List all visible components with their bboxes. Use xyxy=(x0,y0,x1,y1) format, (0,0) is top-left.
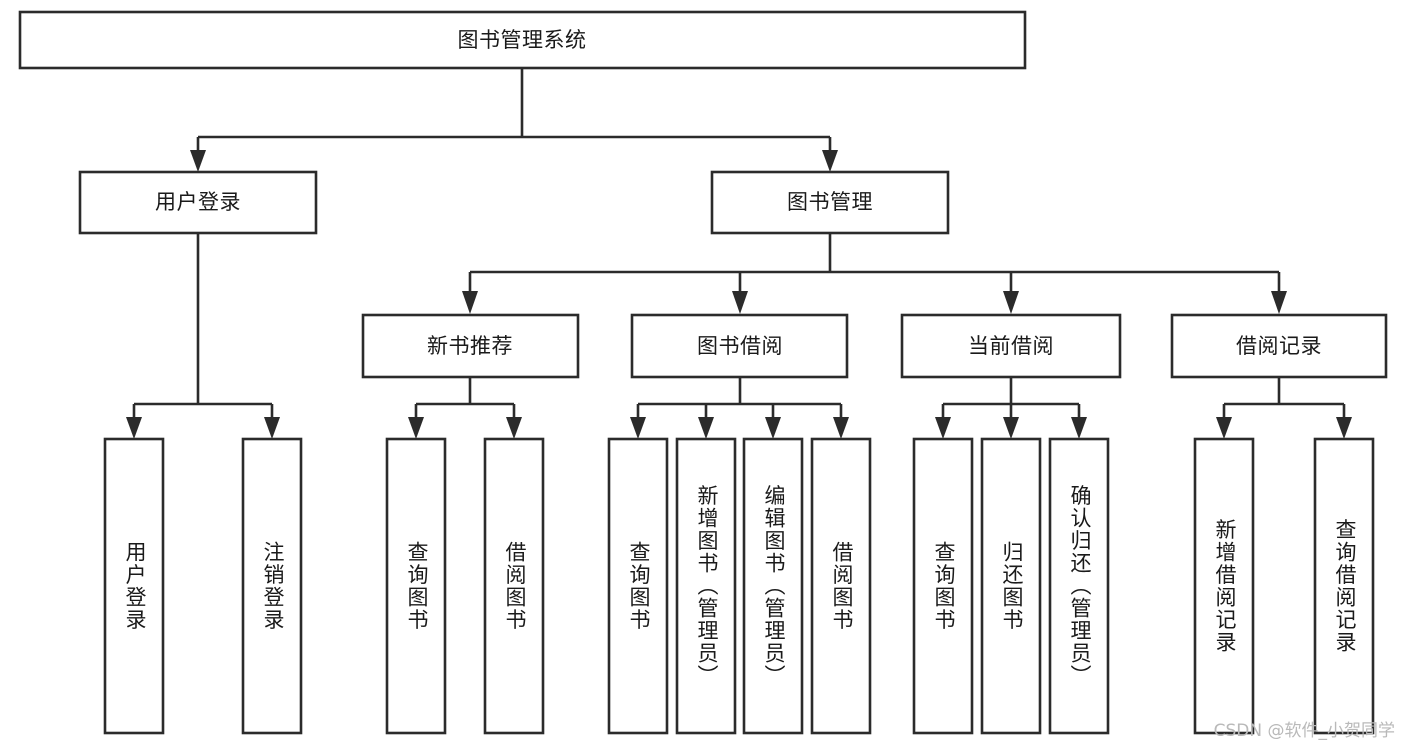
node-borrow-record-label: 借阅记录 xyxy=(1236,334,1322,358)
node-current-borrow[interactable]: 当前借阅 xyxy=(900,313,1122,379)
connector-new-book-rec-bus xyxy=(414,378,516,427)
node-book-borrow-label: 图书借阅 xyxy=(697,334,783,358)
node-leaf-add-record[interactable]: 新增借阅记录 xyxy=(1193,437,1255,735)
arrow-current-borrow-to-leaf-2 xyxy=(1003,417,1019,439)
node-root-label: 图书管理系统 xyxy=(458,28,587,52)
connector-book-manage-bus xyxy=(468,233,1281,296)
node-borrow-record-box[interactable] xyxy=(1170,313,1388,379)
node-leaf-add-book[interactable]: 新增图书（管理员） xyxy=(675,437,737,735)
node-book-manage-box[interactable] xyxy=(710,170,950,235)
connector-current-borrow-bus xyxy=(941,378,1081,427)
node-user-login[interactable]: 用户登录 xyxy=(78,170,318,235)
node-leaf-borrow-book-a-label: 借阅图书 xyxy=(503,541,527,631)
arrow-current-borrow-to-leaf-3 xyxy=(1071,417,1087,439)
arrow-book-manage-to-new-book-rec xyxy=(462,291,478,314)
connector-root-bus xyxy=(196,69,832,160)
node-leaf-return-book[interactable]: 归还图书 xyxy=(980,437,1042,735)
node-leaf-query-book-b[interactable]: 查询图书 xyxy=(607,437,669,735)
node-user-login-box[interactable] xyxy=(78,170,318,235)
node-leaf-add-record-label: 新增借阅记录 xyxy=(1213,519,1237,654)
arrow-book-borrow-to-leaf-4 xyxy=(833,417,849,439)
node-leaf-user-login[interactable]: 用户登录 xyxy=(103,437,165,735)
node-root-box[interactable] xyxy=(18,10,1027,70)
node-leaf-borrow-book-a[interactable]: 借阅图书 xyxy=(483,437,545,735)
node-leaf-query-record-label: 查询借阅记录 xyxy=(1333,519,1357,654)
arrow-book-borrow-to-leaf-3 xyxy=(765,417,781,439)
arrow-book-manage-to-book-borrow xyxy=(732,291,748,314)
arrow-current-borrow-to-leaf-1 xyxy=(935,417,951,439)
arrow-borrow-record-to-leaf-1 xyxy=(1216,417,1232,439)
node-leaf-logout-label: 注销登录 xyxy=(261,541,285,631)
node-leaf-borrow-book-b-label: 借阅图书 xyxy=(830,541,854,631)
node-leaf-add-record-box[interactable] xyxy=(1193,437,1255,735)
node-leaf-confirm-return-box[interactable] xyxy=(1048,437,1110,735)
node-leaf-edit-book-label: 编辑图书（管理员） xyxy=(762,485,786,688)
arrow-book-borrow-to-leaf-2 xyxy=(698,417,714,439)
node-leaf-query-book-c-label: 查询图书 xyxy=(932,541,956,631)
node-book-borrow[interactable]: 图书借阅 xyxy=(630,313,849,379)
arrow-root-to-user-login xyxy=(190,150,206,172)
arrow-user-login-to-leaf-2 xyxy=(264,417,280,439)
node-leaf-confirm-return-label: 确认归还（管理员） xyxy=(1068,485,1092,688)
node-leaf-query-book-b-box[interactable] xyxy=(607,437,669,735)
node-leaf-query-book-c-box[interactable] xyxy=(912,437,974,735)
node-book-manage-label: 图书管理 xyxy=(787,190,873,214)
node-new-book-rec[interactable]: 新书推荐 xyxy=(361,313,580,379)
node-root[interactable]: 图书管理系统 xyxy=(18,10,1027,70)
node-current-borrow-label: 当前借阅 xyxy=(968,334,1054,358)
node-leaf-logout[interactable]: 注销登录 xyxy=(241,437,303,735)
connector-user-login-bus xyxy=(132,233,274,427)
arrow-book-manage-to-current-borrow xyxy=(1003,291,1019,314)
node-current-borrow-box[interactable] xyxy=(900,313,1122,379)
node-leaf-user-login-label: 用户登录 xyxy=(123,541,147,631)
node-leaf-query-book-a[interactable]: 查询图书 xyxy=(385,437,447,735)
node-user-login-label: 用户登录 xyxy=(155,190,241,214)
node-leaf-return-book-box[interactable] xyxy=(980,437,1042,735)
arrow-book-borrow-to-leaf-1 xyxy=(630,417,646,439)
node-leaf-confirm-return[interactable]: 确认归还（管理员） xyxy=(1048,437,1110,735)
node-leaf-query-book-a-box[interactable] xyxy=(385,437,447,735)
node-leaf-query-book-a-label: 查询图书 xyxy=(405,541,429,631)
node-new-book-rec-label: 新书推荐 xyxy=(427,334,513,358)
node-book-manage[interactable]: 图书管理 xyxy=(710,170,950,235)
node-leaf-query-record-box[interactable] xyxy=(1313,437,1375,735)
arrow-new-book-rec-to-leaf-2 xyxy=(506,417,522,439)
node-leaf-query-book-c[interactable]: 查询图书 xyxy=(912,437,974,735)
connector-book-borrow-bus xyxy=(636,378,843,427)
arrow-user-login-to-leaf-1 xyxy=(126,417,142,439)
arrow-root-to-book-manage xyxy=(822,150,838,172)
arrow-borrow-record-to-leaf-2 xyxy=(1336,417,1352,439)
node-leaf-query-book-b-label: 查询图书 xyxy=(627,541,651,631)
node-leaf-logout-box[interactable] xyxy=(241,437,303,735)
node-book-borrow-box[interactable] xyxy=(630,313,849,379)
node-leaf-return-book-label: 归还图书 xyxy=(1000,541,1024,631)
node-leaf-add-book-box[interactable] xyxy=(675,437,737,735)
node-leaf-add-book-label: 新增图书（管理员） xyxy=(695,485,719,688)
node-leaf-edit-book-box[interactable] xyxy=(742,437,804,735)
csdn-watermark: CSDN @软件_小贺同学 xyxy=(1213,721,1395,741)
node-leaf-borrow-book-b[interactable]: 借阅图书 xyxy=(810,437,872,735)
connector-layer xyxy=(126,69,1352,439)
arrow-book-manage-to-borrow-record xyxy=(1271,291,1287,314)
node-borrow-record[interactable]: 借阅记录 xyxy=(1170,313,1388,379)
node-new-book-rec-box[interactable] xyxy=(361,313,580,379)
node-leaf-borrow-book-b-box[interactable] xyxy=(810,437,872,735)
node-leaf-borrow-book-a-box[interactable] xyxy=(483,437,545,735)
connector-borrow-record-bus xyxy=(1222,378,1346,427)
arrow-new-book-rec-to-leaf-1 xyxy=(408,417,424,439)
node-leaf-query-record[interactable]: 查询借阅记录 xyxy=(1313,437,1375,735)
node-leaf-user-login-box[interactable] xyxy=(103,437,165,735)
node-leaf-edit-book[interactable]: 编辑图书（管理员） xyxy=(742,437,804,735)
